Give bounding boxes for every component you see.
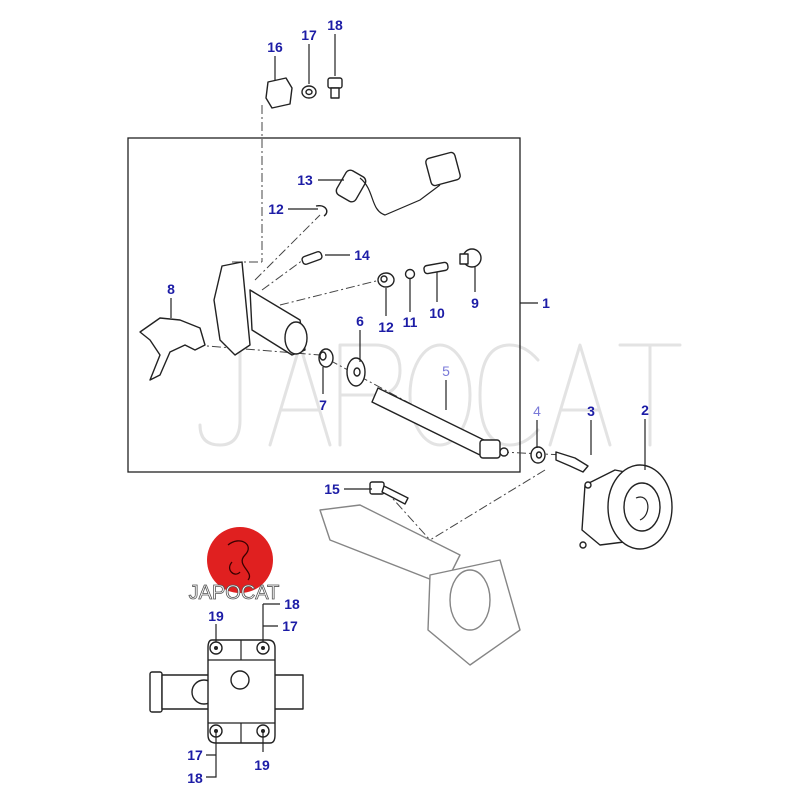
part-bolt-15 <box>369 481 409 505</box>
part-fork-8 <box>139 317 206 381</box>
part-selector-body <box>213 261 308 356</box>
part-spring-10 <box>423 261 449 275</box>
part-washer-6 <box>346 357 366 387</box>
callout-18: 18 <box>327 17 343 33</box>
callout-13: 13 <box>297 172 313 188</box>
inset-callout-19-bottom: 19 <box>254 757 270 773</box>
watermark <box>198 343 682 447</box>
callout-17: 17 <box>301 27 317 43</box>
part-bushing-7 <box>318 348 334 368</box>
part-washer-12b <box>377 272 395 288</box>
inset-callout-18-bottom: 18 <box>187 770 203 786</box>
callout-7: 7 <box>319 397 327 413</box>
callout-12-clip: 12 <box>268 201 284 217</box>
part-plug-9 <box>459 248 482 268</box>
part-switch-13 <box>335 151 461 216</box>
callout-12-washer: 12 <box>378 319 394 335</box>
callout-11: 11 <box>403 314 418 330</box>
housing-outline <box>319 504 521 666</box>
callout-4: 4 <box>533 403 541 419</box>
inset-callout-17-bottom: 17 <box>187 747 203 763</box>
part-actuator-2 <box>579 464 673 550</box>
part-fitting-3 <box>555 451 589 473</box>
part-shaft-5 <box>371 387 509 459</box>
part-pin-14 <box>301 250 323 266</box>
callout-8: 8 <box>167 281 175 297</box>
callout-6: 6 <box>356 313 364 329</box>
callout-10: 10 <box>429 305 445 321</box>
callout-9: 9 <box>471 295 479 311</box>
callout-16: 16 <box>267 39 283 55</box>
japocat-logo: JAPOCAT <box>188 527 280 604</box>
callout-15: 15 <box>324 481 340 497</box>
callout-leaders <box>170 34 646 490</box>
part-ball-11 <box>404 268 416 280</box>
callout-3: 3 <box>587 403 595 419</box>
callout-5: 5 <box>442 363 450 379</box>
callout-14: 14 <box>354 247 370 263</box>
part-washer-17 <box>301 85 317 99</box>
part-bracket-16 <box>265 77 293 109</box>
inset-view <box>149 603 304 778</box>
callout-1: 1 <box>542 295 550 311</box>
part-washer-4 <box>530 446 546 464</box>
part-clip-12 <box>315 204 328 217</box>
inset-callout-18-top: 18 <box>284 596 300 612</box>
callout-2: 2 <box>641 402 649 418</box>
inset-callout-19-top: 19 <box>208 608 224 624</box>
assembly-frame <box>127 137 521 473</box>
logo-text: JAPOCAT <box>189 582 280 604</box>
inset-callout-17-top: 17 <box>282 618 298 634</box>
part-bolt-18 <box>327 77 343 99</box>
